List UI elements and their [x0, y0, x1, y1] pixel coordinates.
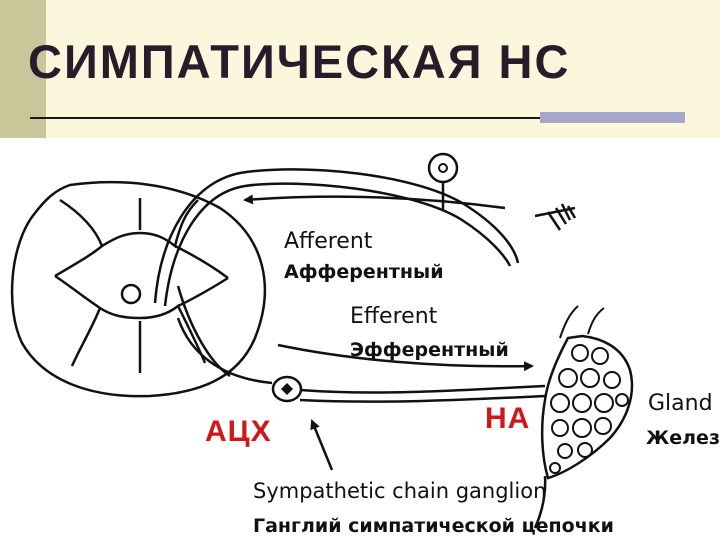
title-rule-thick: [540, 112, 685, 123]
gland: [533, 305, 634, 529]
efferent-label-en: Efferent: [350, 304, 438, 329]
gland-label-en: Gland: [648, 391, 713, 416]
afferent-label-ru: Афферентный: [284, 261, 444, 283]
sympathetic-ganglion: [271, 375, 303, 403]
sensory-neuron-body: [427, 152, 459, 184]
central-canal: [120, 283, 142, 305]
spinal-cord: [10, 180, 267, 398]
sensory-neuron-nucleus: [438, 163, 448, 173]
gland-label-ru: Железа: [646, 427, 720, 449]
na-label: НА: [485, 402, 530, 435]
receptor-endings: [534, 203, 577, 231]
afferent-arrow: [243, 194, 506, 210]
ach-label: АЦХ: [205, 415, 272, 448]
slide-title: СИМПАТИЧЕСКАЯ НС: [28, 35, 571, 88]
accent-bar: [0, 0, 46, 138]
title-rule-thin: [30, 117, 540, 119]
efferent-arrow: [277, 343, 534, 372]
efferent-fibre: [176, 317, 546, 403]
ganglion-label-en: Sympathetic chain ganglion: [253, 479, 546, 503]
ganglion-pointer-arrow: [310, 419, 334, 471]
efferent-label-ru: Эфферентный: [350, 339, 509, 361]
afferent-label-en: Afferent: [284, 229, 373, 254]
ganglion-label-ru: Ганглий симпатической цепочки: [253, 515, 614, 537]
sympathetic-reflex-diagram: Afferent Афферентный Efferent Эфферентны…: [10, 152, 720, 537]
